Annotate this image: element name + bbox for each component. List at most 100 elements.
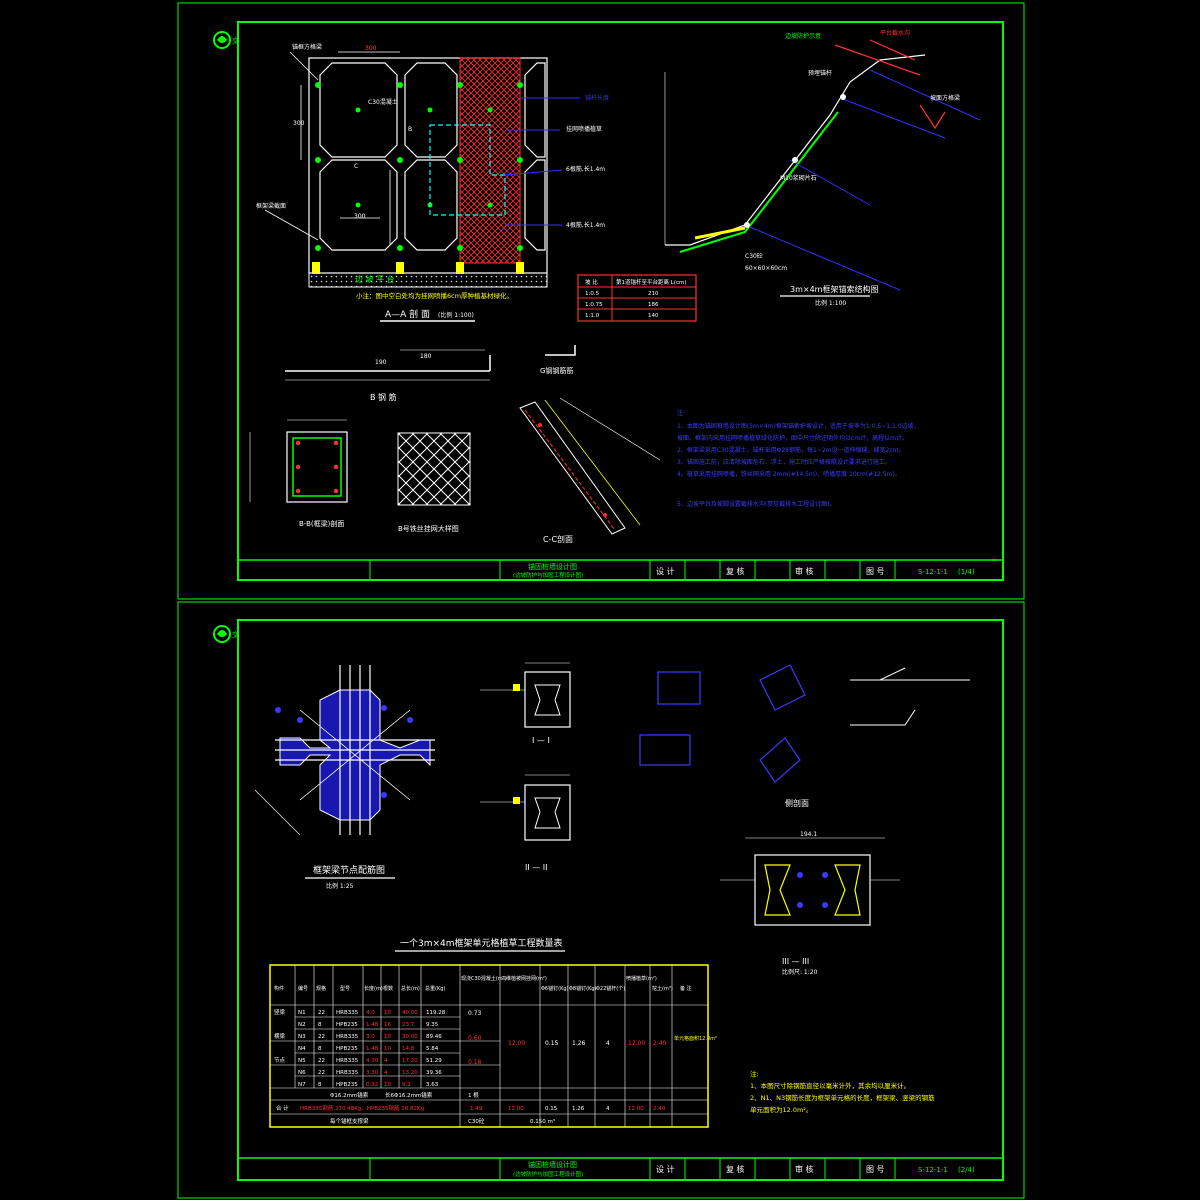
table-cell: 9.35: [426, 1022, 439, 1028]
dim-mid-1: 300: [354, 213, 366, 220]
th-7: 总重(Kg): [425, 985, 445, 992]
label-4-bars: 4根筋,长1.4m: [566, 221, 605, 229]
soil: 2.40: [653, 1040, 667, 1047]
g-rebar-drawing: [545, 345, 576, 356]
th-13: 喷播植草(m²): [626, 975, 657, 982]
grass-zone-hatch: [459, 57, 521, 264]
g-rebar-title: G钢钢筋筋: [540, 366, 573, 375]
label-frame-section: 框架梁截面: [256, 202, 286, 210]
total-mesh: 12.00: [508, 1106, 524, 1112]
tbl-r3-c2: 140: [648, 313, 659, 319]
total-phi8: 1.26: [572, 1106, 585, 1112]
page-bottom: (2/4): [958, 1166, 975, 1174]
review-label-bottom: 复 核: [726, 1164, 745, 1174]
label-slope-protect: 边坡防护示意: [785, 32, 821, 40]
table-cell: 16: [384, 1022, 391, 1028]
page-top: (1/4): [958, 568, 975, 576]
table-cell: N7: [298, 1082, 306, 1088]
b-rebar-drawing: [285, 349, 491, 381]
b-rebar-dim-2: 180: [420, 353, 432, 360]
phi8: 1.26: [572, 1040, 586, 1047]
logo-bottom: 交: [213, 625, 239, 643]
table-cell: 22: [318, 1034, 325, 1040]
sheet-bottom-inner-border: [237, 619, 1004, 1181]
label-anchor: 预埋锚杆: [808, 69, 832, 77]
tbl-h-1: 坡 比: [585, 278, 598, 286]
section-1-drawing: [480, 662, 571, 728]
note-2: 坡面、框架内采用挂网喷播植草绿化防护，图中尺寸除注明外均以cm计，高程以m计。: [677, 434, 908, 442]
sheet-top-inner-border: [237, 21, 1004, 581]
drawing-no-label-top: 图 号: [866, 567, 885, 576]
note-5: 4、植草采用挂网喷播，铁丝网采用 2mm(#14.5m)，喷播厚度 10cm(#…: [677, 470, 901, 478]
table-cell: 节点: [274, 1056, 286, 1064]
frame-title: 3m×4m框架锚索结构图: [790, 284, 878, 294]
total-steel: HRB335钢筋 270.48Kg、HPB235钢筋 18.82Kg: [300, 1104, 424, 1112]
table-cell: 10: [384, 1082, 391, 1088]
table-cell: HPB235: [336, 1046, 358, 1052]
section-3-scale: 比例尺: 1:20: [782, 968, 818, 976]
table-cell: 3.30: [366, 1070, 379, 1076]
drawing-no-top: S-12-1-1: [918, 568, 948, 576]
th-15: 备 注: [680, 985, 692, 992]
table-cell: 9.2: [402, 1082, 411, 1088]
svg-text:交: 交: [232, 36, 239, 45]
table-cell: 3.0: [366, 1034, 375, 1040]
section-aa-scale: (比例 1:100): [438, 311, 474, 319]
concrete-2: 0.60: [468, 1035, 482, 1042]
table-cell: N2: [298, 1022, 306, 1028]
label-frame-beam: 锚框方格梁: [292, 43, 322, 51]
title-block-top: [238, 559, 1003, 580]
label-anchor-len: 锚杆长度: [585, 94, 609, 102]
label-platform-ditch: 平台截水沟: [880, 29, 910, 37]
bnote-3: 单元面积为12.0m²。: [750, 1105, 812, 1114]
review-label-top: 复 核: [726, 566, 745, 576]
grass-area: 12.00: [628, 1040, 645, 1047]
note-6: 5、边坡平台及坡脚设置截排水沟(参见截排水工程设计图)。: [677, 500, 836, 508]
note-0: 注:: [677, 409, 685, 417]
concrete-1: 0.73: [468, 1010, 482, 1017]
design-label-bottom: 设 计: [656, 1164, 675, 1174]
slope-profile-drawing: [664, 39, 981, 291]
drawing-no-bottom: S-12-1-1: [918, 1166, 948, 1174]
table-cell: 13.20: [402, 1070, 418, 1076]
svg-text:交: 交: [232, 630, 239, 639]
bnote-2: 2、N1、N3钢筋长度为框架单元格的长度，框架梁、竖梁的钢筋: [750, 1093, 935, 1102]
table-cell: 10: [384, 1034, 391, 1040]
node-scale: 比例 1:25: [326, 882, 354, 890]
table-cell: 14.8: [402, 1046, 415, 1052]
label-c-marker: C: [354, 163, 358, 170]
side-title: 侧剖面: [785, 798, 809, 808]
label-m10: M10浆砌片石: [780, 174, 817, 182]
anchor-count: 4: [606, 1040, 610, 1047]
dim-left-1: 300: [293, 120, 305, 127]
table-headers: 构件 编号 规格 型号 长度(m) 根数 总长(m) 总重(Kg) 现浇C30混…: [274, 975, 692, 992]
table-cell: HRB335: [336, 1034, 359, 1040]
th-5: 根数: [383, 985, 393, 992]
tbl-r3-c1: 1:1.0: [585, 313, 600, 319]
summary-2b: C30砼: [468, 1117, 485, 1125]
table-cell: 8: [318, 1082, 322, 1088]
table-cell: 5.84: [426, 1046, 439, 1052]
platform-label: 边 坡 平 台: [355, 274, 395, 284]
total-label: 合 计: [276, 1104, 289, 1112]
th-2: 规格: [316, 985, 326, 992]
mesh-detail: [397, 432, 471, 506]
section-3-title: III — III: [782, 957, 809, 966]
th-1: 编号: [298, 985, 308, 992]
remark: 单元格面积12.0m²: [674, 1035, 717, 1042]
table-cell: 4.30: [366, 1058, 379, 1064]
table-cell: 17.20: [402, 1058, 418, 1064]
table-title: 一个3m×4m框架单元格植草工程数量表: [400, 937, 563, 949]
table-cell: N3: [298, 1034, 306, 1040]
label-c30: C30混凝土: [368, 98, 398, 106]
table-cell: 10: [384, 1046, 391, 1052]
design-label-top: 设 计: [656, 566, 675, 576]
node-reinforcement-drawing: [254, 665, 435, 836]
total-grass: 12.00: [628, 1106, 644, 1112]
table-cell: HPB235: [336, 1082, 358, 1088]
approve-label-top: 审 核: [795, 566, 814, 576]
tbl-r2-c1: 1:0.75: [585, 302, 603, 308]
th-9: 三维植被网挂网(m²): [501, 975, 547, 982]
